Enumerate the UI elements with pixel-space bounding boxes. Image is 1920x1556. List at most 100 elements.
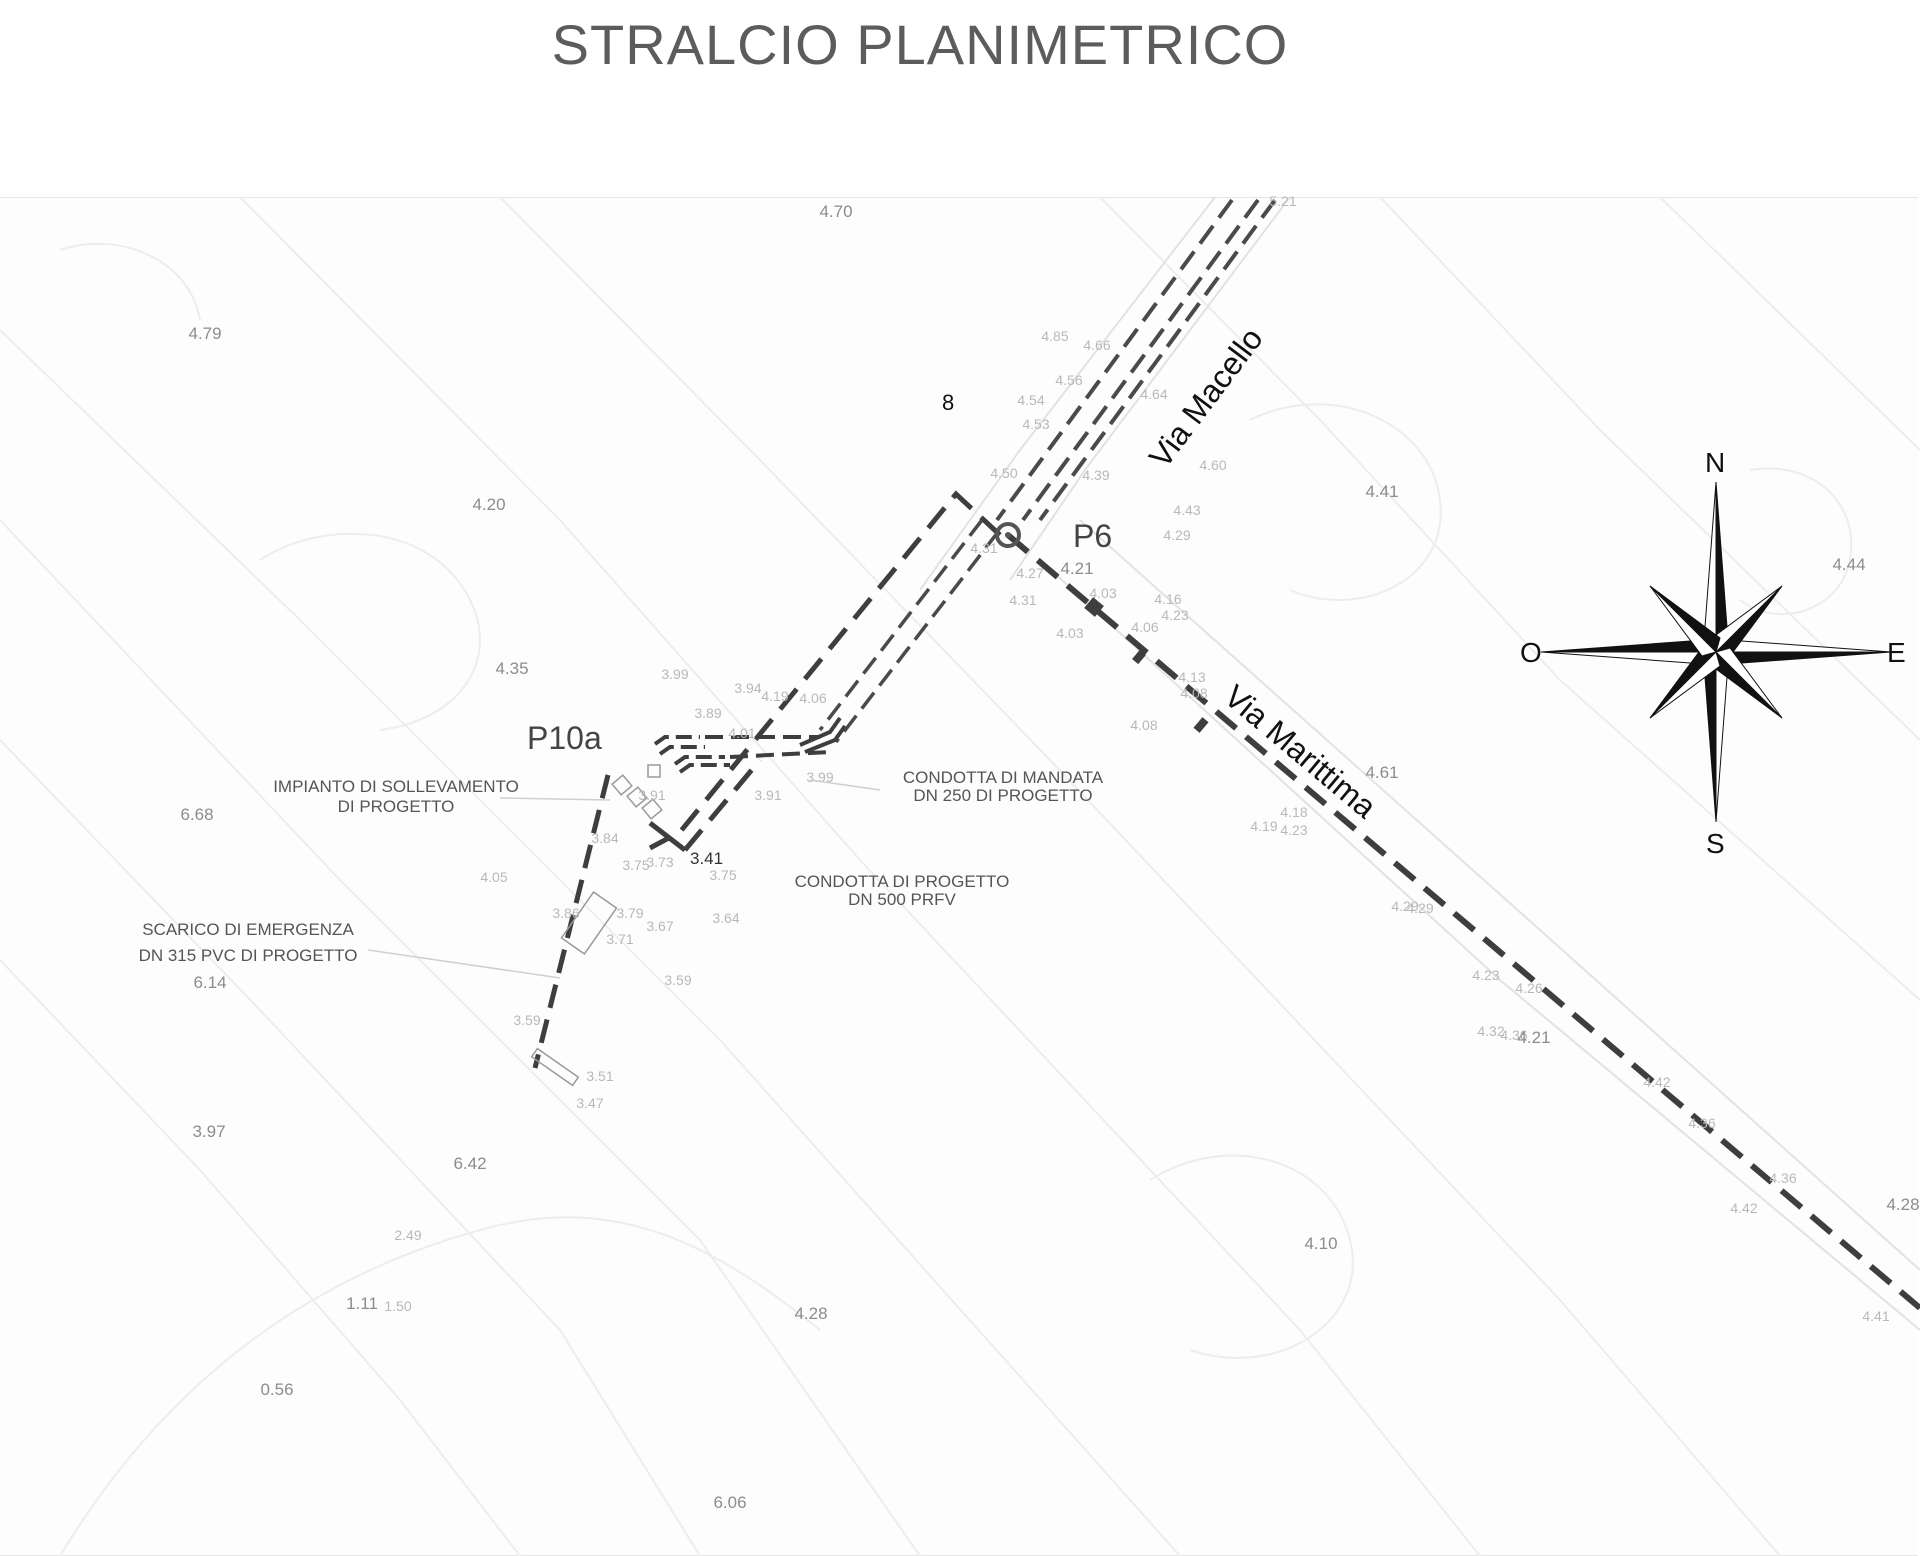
- spot-elevation: 3.59: [664, 972, 691, 988]
- leader-lines: [367, 779, 881, 979]
- spot-elevation: 6.06: [713, 1493, 746, 1512]
- spot-elevation: 4.20: [472, 495, 505, 514]
- spot-elevation: 4.50: [990, 465, 1017, 481]
- spot-elevation: 3.91: [638, 787, 665, 803]
- spot-elevation: 3.47: [576, 1095, 603, 1111]
- spot-elevation: 3.75: [622, 857, 649, 873]
- scarico-emergenza-pipeline: [532, 774, 611, 1069]
- spot-elevation: 4.42: [1730, 1200, 1757, 1216]
- spot-elevation: 4.27: [1016, 565, 1043, 581]
- spot-elevation: 4.36: [1500, 1027, 1527, 1043]
- spot-elevation: 3.84: [591, 830, 618, 846]
- compass-east: E: [1887, 637, 1906, 668]
- p10a-connector: [653, 716, 847, 774]
- scarico-label-line1: SCARICO DI EMERGENZA: [142, 920, 354, 939]
- spot-elevation: 4.16: [1154, 591, 1181, 607]
- node-elevation-341: 3.41: [690, 849, 723, 868]
- spot-elevation: 3.59: [513, 1012, 540, 1028]
- spot-elevation: 4.08: [1130, 717, 1157, 733]
- spot-elevation: 4.56: [1055, 372, 1082, 388]
- spot-elevation: 4.54: [1017, 392, 1044, 408]
- spot-elevation: 3.67: [646, 918, 673, 934]
- impianto-label-line2: DI PROGETTO: [338, 797, 455, 816]
- spot-elevation: 4.70: [819, 202, 852, 221]
- condotta-label-line2: DN 500 PRFV: [848, 890, 956, 909]
- spot-elevation: 4.42: [1643, 1074, 1670, 1090]
- scarico-label-line2: DN 315 PVC DI PROGETTO: [139, 946, 358, 965]
- spot-elevation: 4.23: [1161, 607, 1188, 623]
- spot-elevation: 3.75: [709, 867, 736, 883]
- spot-elevation: 4.19: [1250, 818, 1277, 834]
- spot-elevation: 0.56: [260, 1380, 293, 1399]
- spot-elevation: 3.86: [552, 905, 579, 921]
- spot-elevation: 4.01: [728, 725, 755, 741]
- background-contours: [0, 196, 1920, 1556]
- via-marittima-pipeline: [1006, 532, 1920, 1311]
- spot-elevation: 4.03: [1089, 585, 1116, 601]
- compass-north: N: [1705, 447, 1725, 478]
- spot-elevation: 4.29: [1163, 527, 1190, 543]
- spot-elevation: 4.21: [1060, 559, 1093, 578]
- spot-elevation: 4.79: [188, 324, 221, 343]
- page-title: STRALCIO PLANIMETRICO: [551, 13, 1289, 76]
- map-frame: [0, 197, 1918, 1556]
- spot-elevation: 4.18: [1280, 804, 1307, 820]
- spot-elevation: 2.49: [394, 1227, 421, 1243]
- spot-elevation: 4.06: [1131, 619, 1158, 635]
- spot-elevation: 3.97: [192, 1122, 225, 1141]
- spot-elevation: 4.60: [1199, 457, 1226, 473]
- spot-elevation: 4.28: [1886, 1195, 1919, 1214]
- spot-elevation: 4.44: [1832, 555, 1865, 574]
- spot-elevation: 4.43: [1173, 502, 1200, 518]
- spot-elevation: 3.91: [754, 787, 781, 803]
- spot-elevation: 3.51: [586, 1068, 613, 1084]
- spot-elevation: 4.03: [1056, 625, 1083, 641]
- spot-elevation: 1.11: [346, 1294, 378, 1313]
- spot-elevation: 4.41: [1365, 482, 1398, 501]
- spot-elevation: 4.35: [495, 659, 528, 678]
- spot-elevation: 3.64: [712, 910, 739, 926]
- spot-elevation: 3.89: [694, 705, 721, 721]
- impianto-label-line1: IMPIANTO DI SOLLEVAMENTO: [273, 777, 519, 796]
- spot-elevation: 4.23: [1472, 967, 1499, 983]
- compass-south: S: [1706, 828, 1725, 859]
- spot-elevation: 3.79: [616, 905, 643, 921]
- condotta-dn500-route: [648, 490, 1002, 851]
- spot-elevation: 5.21: [1269, 193, 1296, 209]
- spot-elevation: 3.94: [734, 680, 761, 696]
- spot-elevation: 1.50: [384, 1298, 411, 1314]
- spot-elevation: 3.73: [646, 854, 673, 870]
- manhole-p6: [995, 522, 1021, 548]
- spot-elevation: 4.06: [799, 690, 826, 706]
- mandata-label-line2: DN 250 DI PROGETTO: [913, 786, 1092, 805]
- spot-elevation: 4.32: [1477, 1023, 1504, 1039]
- spot-elevation: 4.29: [1406, 900, 1433, 916]
- spot-elevation: 4.08: [1180, 685, 1207, 701]
- spot-elevation: 4.05: [480, 869, 507, 885]
- spot-elevation: 4.10: [1304, 1234, 1337, 1253]
- junction-marker-2: [1132, 649, 1146, 665]
- spot-elevation: 4.36: [1769, 1170, 1796, 1186]
- spot-elevation: 4.28: [794, 1304, 827, 1323]
- spot-elevation: 4.61: [1365, 763, 1398, 782]
- spot-elevation: 6.14: [193, 973, 226, 992]
- junction-marker-3: [1193, 717, 1209, 733]
- spot-elevation: 4.23: [1280, 822, 1307, 838]
- condotta-return-segment: [648, 821, 687, 852]
- spot-elevation: 3.99: [661, 666, 688, 682]
- spot-elevation: 4.19: [761, 688, 788, 704]
- junction-marker: [1084, 597, 1104, 617]
- condotta-label-line1: CONDOTTA DI PROGETTO: [795, 872, 1010, 891]
- spot-elevation: 6.68: [180, 805, 213, 824]
- compass-rose: N S E O: [1520, 447, 1906, 859]
- spot-elevation: 4.85: [1041, 328, 1068, 344]
- street-edges: [919, 196, 1920, 1331]
- spot-elevation: 4.64: [1140, 386, 1167, 402]
- mandata-dn250-lines: [818, 518, 1000, 744]
- spot-elevation: 4.21: [1517, 1028, 1550, 1047]
- spot-elevation: 4.66: [1083, 337, 1110, 353]
- spot-elevation: 3.71: [606, 931, 633, 947]
- mandata-label-line1: CONDOTTA DI MANDATA: [903, 768, 1104, 787]
- spot-elevation: 4.53: [1022, 416, 1049, 432]
